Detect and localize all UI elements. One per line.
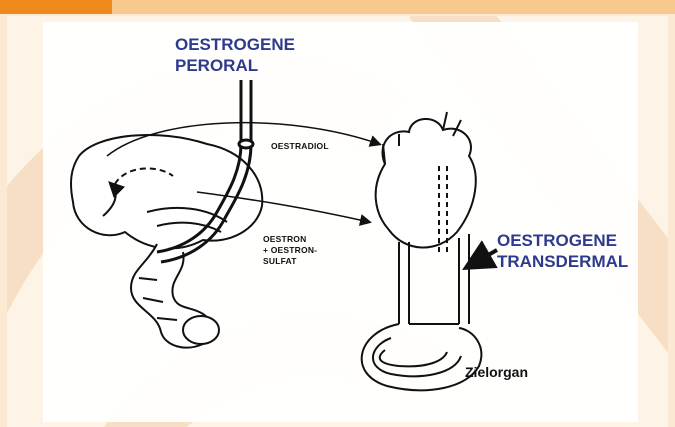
heart-vessel-illustration — [362, 112, 482, 390]
liver-illustration — [71, 135, 262, 248]
hormone-pathway-diagram — [7, 16, 668, 427]
label-transdermal-route: OESTROGENE TRANSDERMAL — [497, 230, 628, 272]
label-oestron: OESTRON + OESTRON- SULFAT — [263, 234, 317, 267]
label-target-organ: Zielorgan — [465, 364, 528, 380]
label-oral-route: OESTROGENE PERORAL — [175, 34, 295, 76]
arrow-transdermal — [469, 250, 497, 266]
slide-canvas: OESTROGENE PERORAL OESTRADIOL OESTRON + … — [7, 16, 668, 427]
header-accent — [0, 0, 112, 14]
label-oestradiol: OESTRADIOL — [271, 141, 329, 152]
